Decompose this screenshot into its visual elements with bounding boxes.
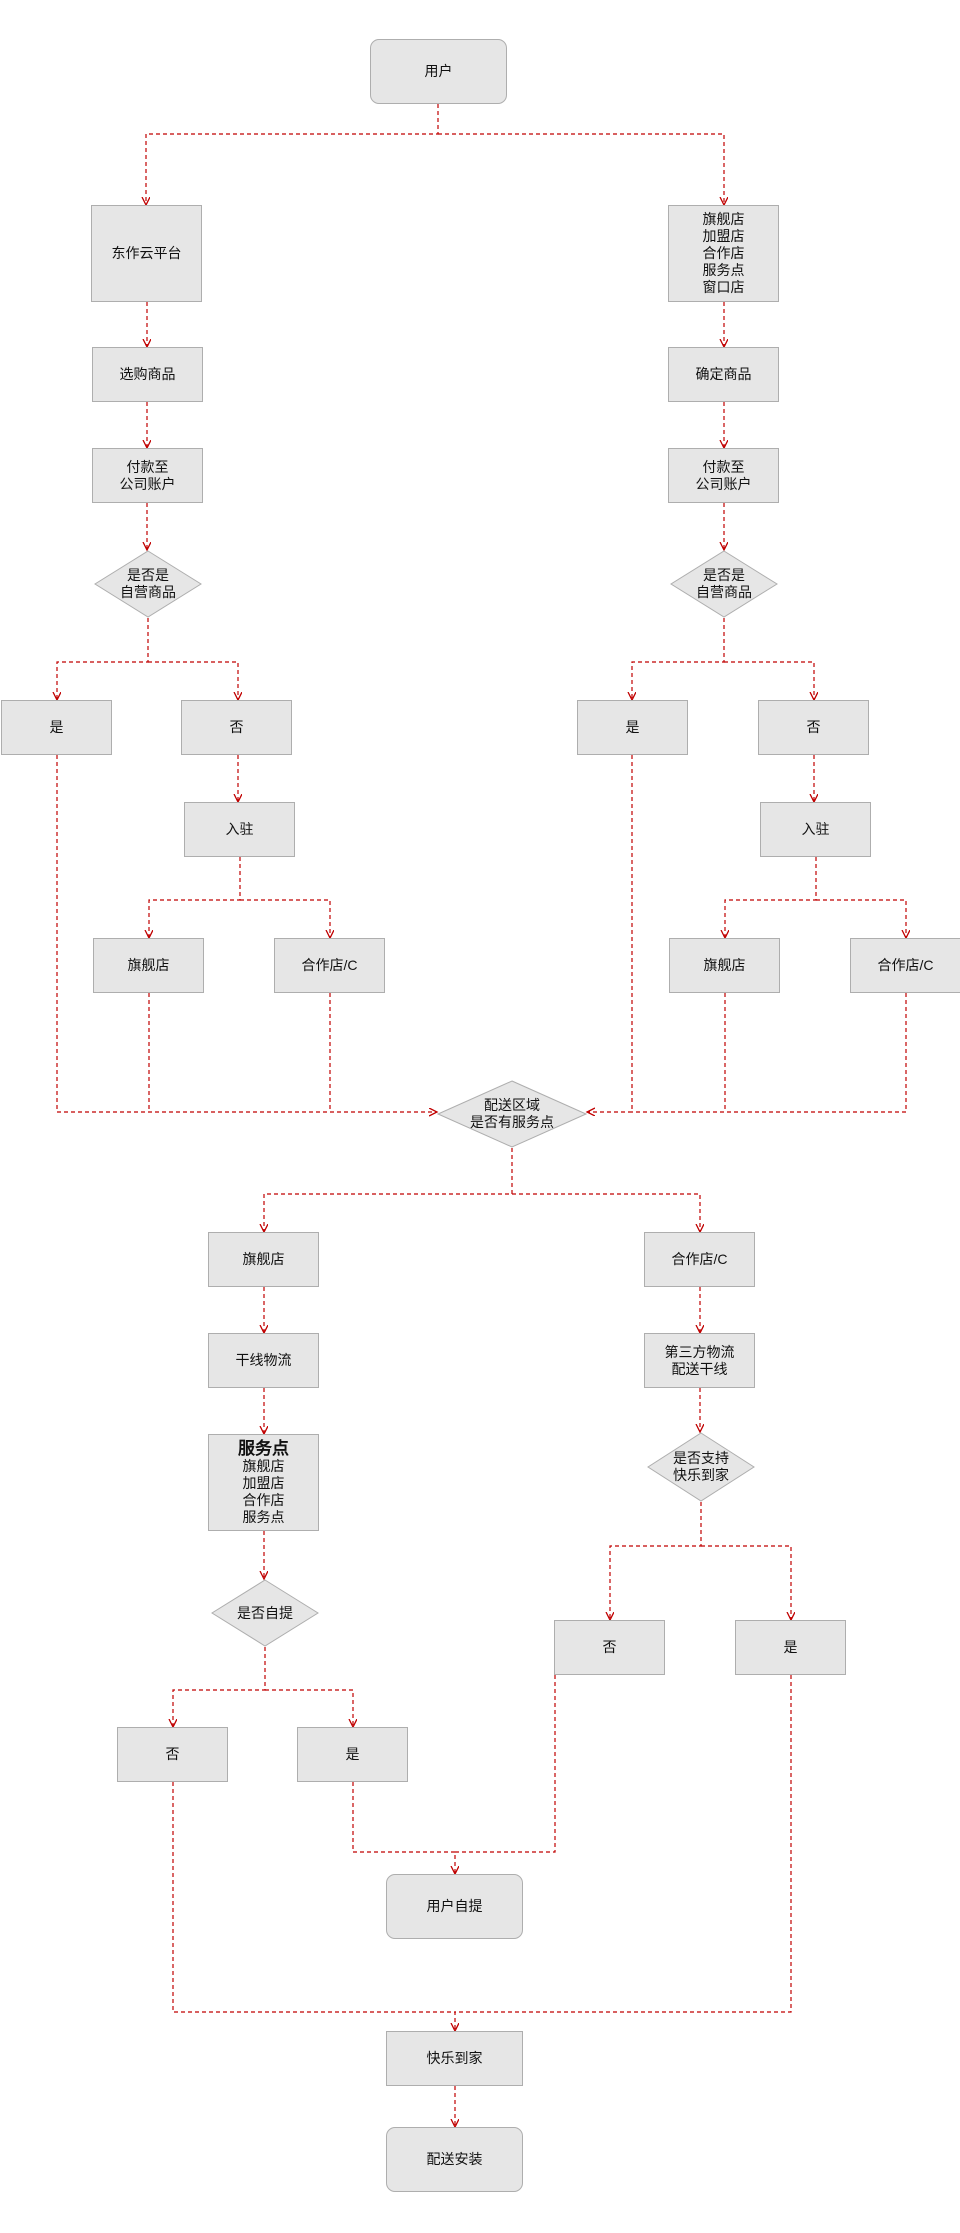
happy-home-node: 快乐到家 xyxy=(386,2031,523,2086)
connector-arrow xyxy=(148,661,238,699)
connector-arrow xyxy=(172,1782,455,2030)
left-self-operated-decision: 是否是自营商品 xyxy=(94,550,202,618)
select-goods-node: 选购商品 xyxy=(92,347,203,402)
decision-line: 是否是 xyxy=(703,567,745,583)
connector-arrow xyxy=(701,1545,791,1619)
right-yes-node: 是 xyxy=(577,700,688,755)
confirm-goods-node: 确定商品 xyxy=(668,347,779,402)
connector-line xyxy=(632,993,907,1113)
connector-arrow xyxy=(816,899,906,937)
pickup-yes-node: 是 xyxy=(297,1727,408,1782)
connector-arrow xyxy=(149,857,241,937)
decision-line: 自营商品 xyxy=(120,584,176,600)
left-pay-node: 付款至 公司账户 xyxy=(92,448,203,503)
decision-line: 自营商品 xyxy=(696,584,752,600)
pickup-no-node: 否 xyxy=(117,1727,228,1782)
left-join-node: 入驻 xyxy=(184,802,295,857)
third-party-logistics-node: 第三方物流 配送干线 xyxy=(644,1333,755,1388)
connector-arrow xyxy=(610,1502,702,1619)
pay-line: 公司账户 xyxy=(695,475,752,492)
left-coop-node: 合作店/C xyxy=(274,938,385,993)
decision-line: 是否支持 xyxy=(673,1450,729,1466)
store-type: 加盟店 xyxy=(702,228,745,244)
connector-line xyxy=(455,1675,556,1853)
right-self-operated-decision: 是否是自营商品 xyxy=(670,550,778,618)
trunk-logistics-node: 干线物流 xyxy=(208,1333,319,1388)
pay-line: 付款至 xyxy=(126,458,169,475)
dongzuo-platform-node: 东作云平台 xyxy=(91,205,202,302)
connector-arrow xyxy=(146,104,439,204)
connector-arrow xyxy=(264,1148,513,1231)
store-type: 合作店 xyxy=(702,245,745,261)
deliver-install-node: 配送安装 xyxy=(386,2127,523,2192)
connector-arrow xyxy=(725,857,817,937)
service-item: 旗舰店 xyxy=(242,1458,285,1474)
left-no-node: 否 xyxy=(181,700,292,755)
self-pickup-decision: 是否自提 xyxy=(211,1579,319,1647)
connector-arrow xyxy=(56,755,436,1112)
bottom-coop-node: 合作店/C xyxy=(644,1232,755,1287)
right-join-node: 入驻 xyxy=(760,802,871,857)
user-self-pickup-node: 用户自提 xyxy=(386,1874,523,1939)
right-pay-node: 付款至 公司账户 xyxy=(668,448,779,503)
store-type: 服务点 xyxy=(702,262,745,278)
right-flagship-node: 旗舰店 xyxy=(669,938,780,993)
happy-home-decision: 是否支持快乐到家 xyxy=(647,1432,755,1502)
happy-yes-node: 是 xyxy=(735,1620,846,1675)
service-point-title: 服务点 xyxy=(238,1439,289,1458)
right-coop-node: 合作店/C xyxy=(850,938,960,993)
bottom-flagship-node: 旗舰店 xyxy=(208,1232,319,1287)
decision-line: 配送区域 xyxy=(484,1097,540,1113)
connector-arrow xyxy=(57,618,149,699)
connector-arrow xyxy=(173,1647,266,1726)
right-no-node: 否 xyxy=(758,700,869,755)
decision-line: 是否自提 xyxy=(237,1604,293,1621)
service-item: 合作店 xyxy=(242,1492,285,1508)
store-type: 窗口店 xyxy=(702,279,745,295)
delivery-area-decision: 配送区域是否有服务点 xyxy=(437,1080,587,1148)
pay-line: 公司账户 xyxy=(119,475,176,492)
store-type: 旗舰店 xyxy=(702,211,745,227)
connector-arrow xyxy=(352,1782,455,1873)
service-item: 服务点 xyxy=(242,1509,285,1525)
decision-line: 是否是 xyxy=(127,567,169,583)
decision-line: 是否有服务点 xyxy=(470,1114,554,1130)
connector-arrow xyxy=(724,661,814,699)
connector-arrow xyxy=(265,1689,353,1726)
user-node: 用户 xyxy=(370,39,507,104)
service-point-node: 服务点 旗舰店 加盟店 合作店 服务点 xyxy=(208,1434,319,1531)
connector-arrow xyxy=(632,618,725,699)
connector-line xyxy=(455,1675,792,2013)
left-flagship-node: 旗舰店 xyxy=(93,938,204,993)
logistics-line: 配送干线 xyxy=(671,1360,728,1377)
pay-line: 付款至 xyxy=(702,458,745,475)
connector-arrow xyxy=(438,133,724,204)
store-types-node: 旗舰店 加盟店 合作店 服务点 窗口店 xyxy=(668,205,779,302)
left-yes-node: 是 xyxy=(1,700,112,755)
connector-arrow xyxy=(240,899,330,937)
logistics-line: 第三方物流 xyxy=(664,1343,735,1360)
decision-line: 快乐到家 xyxy=(673,1467,729,1483)
happy-no-node: 否 xyxy=(554,1620,665,1675)
connector-arrow xyxy=(512,1193,700,1231)
connector-arrow xyxy=(588,755,633,1112)
service-item: 加盟店 xyxy=(242,1475,285,1491)
